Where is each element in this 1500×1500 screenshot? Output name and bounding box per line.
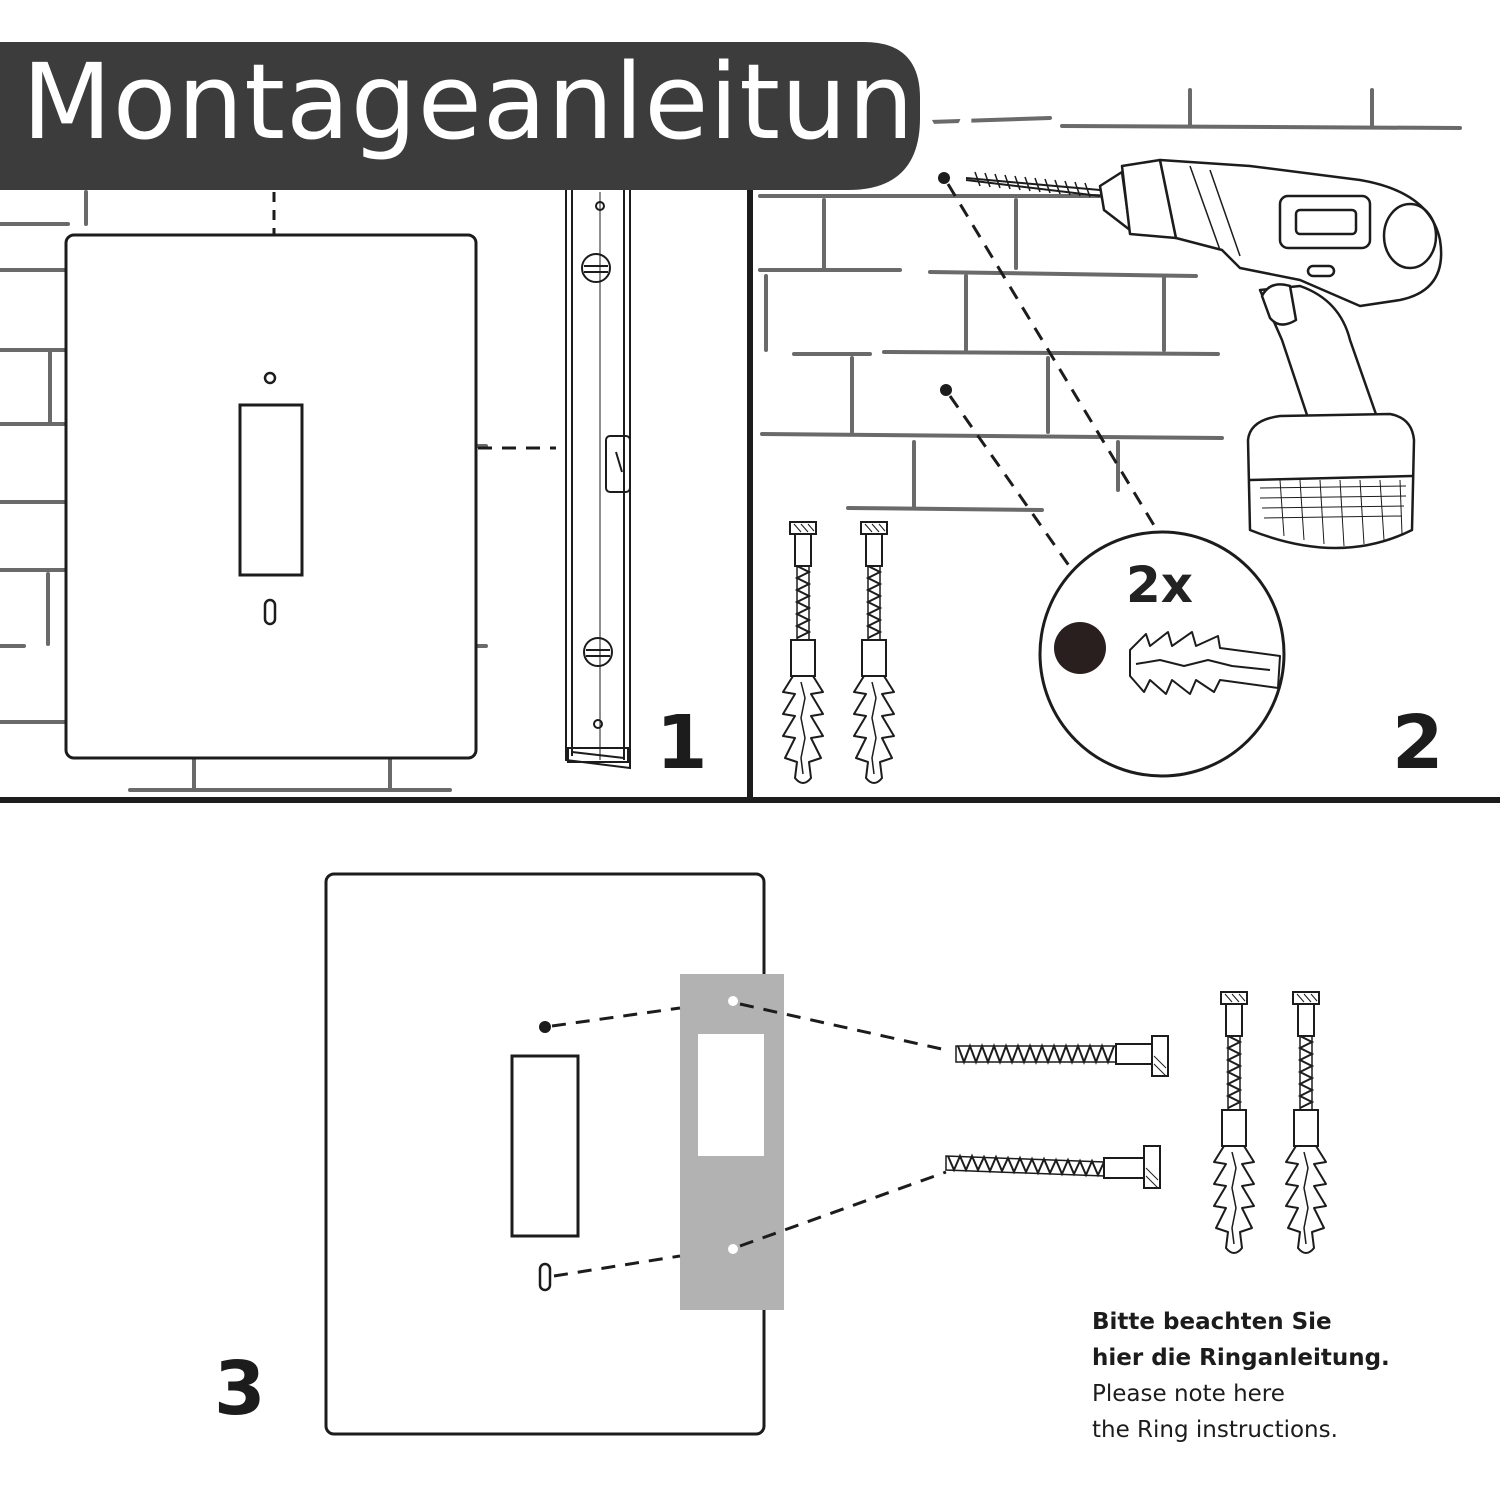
spirit-level-icon bbox=[565, 190, 631, 770]
screw-dowel-icon bbox=[853, 521, 895, 784]
drill-battery-hatching bbox=[1259, 479, 1407, 547]
screw-dowel-icon bbox=[782, 521, 824, 784]
drill-marks bbox=[938, 172, 1160, 571]
screw-dowel-icon bbox=[1285, 991, 1327, 1254]
assembly-dashed-lines bbox=[551, 1002, 947, 1278]
brick-wall-left bbox=[0, 190, 488, 792]
dowel-icon bbox=[1129, 631, 1281, 695]
note-en-line2: the Ring instructions. bbox=[1092, 1417, 1338, 1443]
switch-plate-icon bbox=[64, 192, 556, 760]
quantity-label: 2x bbox=[1126, 556, 1194, 614]
back-plate-icon bbox=[324, 872, 766, 1436]
screw-icon bbox=[955, 1035, 1169, 1077]
drill-icon bbox=[965, 158, 1443, 550]
step-number-3: 3 bbox=[214, 1346, 266, 1432]
step-number-1: 1 bbox=[656, 700, 708, 786]
step-number-2: 2 bbox=[1392, 700, 1444, 786]
note-de-line1: Bitte beachten Sie bbox=[1092, 1309, 1332, 1335]
title-banner bbox=[0, 42, 920, 190]
screw-icon bbox=[945, 1145, 1161, 1189]
note-de-line2: hier die Ringanleitung. bbox=[1092, 1345, 1390, 1371]
note-en-line1: Please note here bbox=[1092, 1381, 1285, 1407]
page-title: Montageanleitung bbox=[22, 41, 982, 163]
ring-instructions-note: Bitte beachten Sie hier die Ringanleitun… bbox=[1092, 1304, 1390, 1448]
screw-dowel-icon bbox=[1213, 991, 1255, 1254]
brick-wall-right bbox=[758, 88, 1462, 512]
panel-dividers bbox=[0, 190, 1500, 803]
mounting-plate-icon bbox=[680, 974, 784, 1310]
